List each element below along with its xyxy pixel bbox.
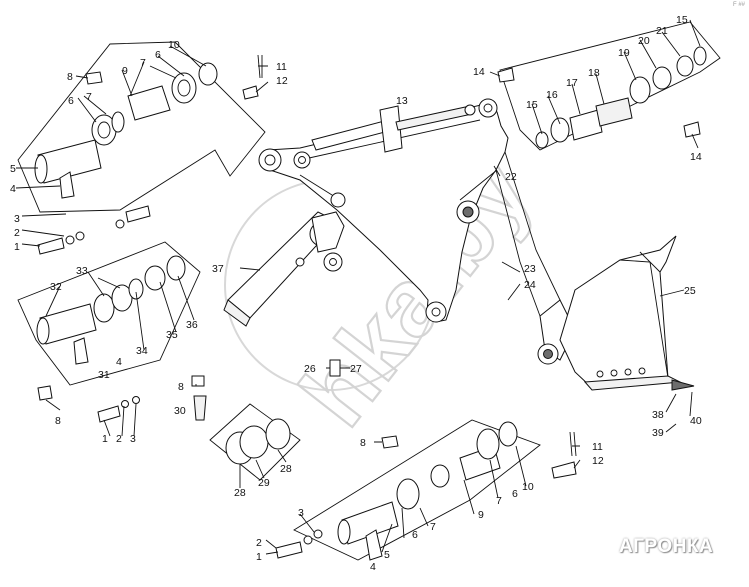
callout-24: 24 bbox=[524, 279, 536, 291]
callout-10: 10 bbox=[168, 39, 180, 51]
callout-34: 34 bbox=[136, 345, 148, 357]
callout-7: 7 bbox=[140, 57, 146, 69]
callout-36: 36 bbox=[186, 319, 198, 331]
callout-15: 15 bbox=[676, 14, 688, 26]
callout-29: 29 bbox=[258, 477, 270, 489]
callout-20: 20 bbox=[638, 35, 650, 47]
callout-11: 11 bbox=[276, 61, 287, 73]
brand-logo: АГРОНКА bbox=[615, 530, 735, 562]
callout-14: 14 bbox=[690, 151, 702, 163]
callout-6: 6 bbox=[155, 49, 161, 61]
callout-6: 6 bbox=[68, 95, 74, 107]
callout-4: 4 bbox=[10, 183, 16, 195]
callout-35: 35 bbox=[166, 329, 178, 341]
callout-7: 7 bbox=[86, 91, 92, 103]
callout-16: 16 bbox=[546, 89, 558, 101]
callout-4: 4 bbox=[370, 561, 376, 573]
callout-3: 3 bbox=[130, 433, 136, 445]
callout-11: 11 bbox=[592, 441, 603, 453]
pin-kit-middle bbox=[191, 359, 341, 481]
callout-3: 3 bbox=[14, 213, 20, 225]
callout-25: 25 bbox=[684, 285, 696, 297]
callout-9: 9 bbox=[122, 65, 128, 77]
callout-39: 39 bbox=[652, 427, 664, 439]
callout-1: 1 bbox=[102, 433, 108, 445]
callout-28: 28 bbox=[234, 487, 246, 499]
callout-30: 30 bbox=[174, 405, 186, 417]
callout-19: 19 bbox=[618, 47, 630, 59]
callout-3: 3 bbox=[298, 507, 304, 519]
callout-6: 6 bbox=[412, 529, 418, 541]
callout-15: 15 bbox=[526, 99, 538, 111]
callout-6: 6 bbox=[512, 488, 518, 500]
callout-5: 5 bbox=[10, 163, 16, 175]
callout-2: 2 bbox=[116, 433, 122, 445]
callout-13: 13 bbox=[396, 95, 408, 107]
callout-21: 21 bbox=[656, 25, 668, 37]
callout-7: 7 bbox=[496, 495, 502, 507]
callout-9: 9 bbox=[478, 509, 484, 521]
corner-mark: F ## bbox=[732, 2, 745, 8]
callout-4: 4 bbox=[116, 356, 122, 368]
callout-8: 8 bbox=[55, 415, 61, 427]
brand-logo-text: АГРОНКА bbox=[619, 536, 714, 557]
callout-5: 5 bbox=[384, 549, 390, 561]
callout-18: 18 bbox=[588, 67, 600, 79]
callout-33: 33 bbox=[76, 265, 88, 277]
callout-27: 27 bbox=[350, 363, 362, 375]
callout-8: 8 bbox=[178, 381, 184, 393]
callout-7: 7 bbox=[430, 521, 436, 533]
callout-23: 23 bbox=[524, 263, 536, 275]
callout-12: 12 bbox=[592, 455, 604, 467]
callout-8: 8 bbox=[360, 437, 366, 449]
pin-kit-top-right bbox=[497, 21, 721, 151]
callout-38: 38 bbox=[652, 409, 664, 421]
callout-10: 10 bbox=[522, 481, 534, 493]
callout-2: 2 bbox=[256, 537, 262, 549]
callout-8: 8 bbox=[67, 71, 73, 83]
callouts: 5 4 3 2 1 8 6 7 9 7 6 10 11 12 13 14 15 … bbox=[10, 14, 702, 573]
callout-1: 1 bbox=[14, 241, 20, 253]
callout-2: 2 bbox=[14, 227, 20, 239]
bucket bbox=[559, 235, 695, 391]
pin-kit-left-middle bbox=[17, 205, 201, 423]
callout-1: 1 bbox=[256, 551, 262, 563]
callout-40: 40 bbox=[690, 415, 702, 427]
callout-14: 14 bbox=[473, 66, 485, 78]
callout-28: 28 bbox=[280, 463, 292, 475]
hydraulic-cylinder bbox=[311, 104, 476, 153]
callout-12: 12 bbox=[276, 75, 288, 87]
boom-frame bbox=[258, 98, 576, 365]
callout-17: 17 bbox=[566, 77, 578, 89]
callout-26: 26 bbox=[304, 363, 316, 375]
callout-22: 22 bbox=[505, 171, 517, 183]
pin-kit-top-left bbox=[17, 41, 266, 213]
callout-37: 37 bbox=[212, 263, 224, 275]
callout-32: 32 bbox=[50, 281, 62, 293]
pin-kit-bottom bbox=[275, 419, 577, 561]
arm-cylinder bbox=[223, 192, 346, 327]
callout-31: 31 bbox=[98, 369, 110, 381]
